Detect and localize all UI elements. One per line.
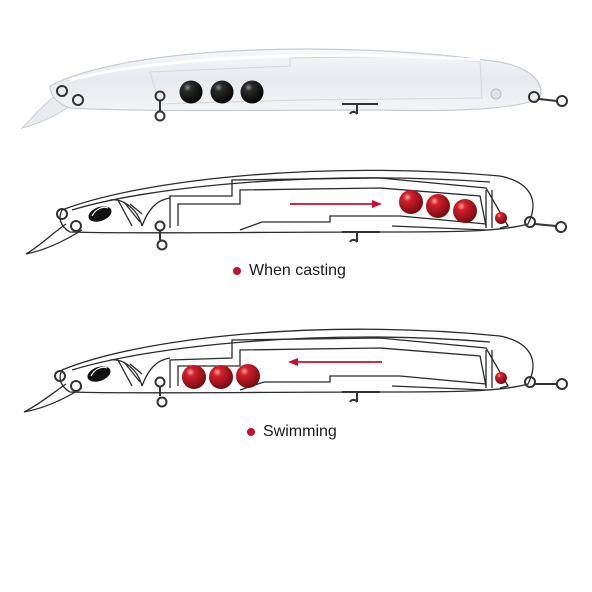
photo-lure: [20, 48, 568, 129]
split-ring-icon: [154, 376, 168, 408]
weight-ball-icon: [182, 365, 206, 389]
belly-hanger-icon: [342, 391, 380, 406]
direction-arrow-icon: [290, 200, 382, 208]
photo-lure-highlight: [69, 53, 481, 82]
split-ring-icon: [56, 85, 84, 106]
casting-inner-chamber-2: [177, 187, 487, 227]
split-ring-icon: [154, 90, 166, 122]
swimming-lure-upper-line: [71, 336, 491, 371]
casting-lure-lip: [25, 223, 83, 255]
split-ring-icon: [54, 370, 82, 392]
photo-weight-balls: [179, 80, 264, 104]
weight-ball-icon: [399, 190, 423, 214]
magnet-ball-icon: [495, 372, 507, 384]
weight-ball-icon: [453, 199, 477, 223]
casting-lure-upper-line: [71, 177, 491, 211]
weight-ball-icon: [240, 80, 264, 104]
casting-diagram: [25, 169, 534, 255]
swimming-lure-body: [59, 328, 534, 394]
gill-icon: [109, 359, 143, 387]
split-ring-icon: [524, 376, 568, 390]
photo-lure-body: [49, 48, 542, 112]
weight-ball-icon: [179, 80, 203, 104]
photo-lure-magnet: [490, 88, 502, 100]
bullet-dot-icon: [247, 428, 255, 436]
swimming-divider: [485, 350, 493, 388]
gill-icon: [109, 199, 143, 227]
casting-divider: [485, 190, 493, 228]
swimming-track-2: [239, 381, 487, 391]
swimming-head-line: [141, 357, 171, 387]
casting-head-line: [141, 197, 171, 227]
belly-hanger-icon: [342, 231, 380, 246]
bullet-dot-icon: [233, 267, 241, 275]
split-ring-icon: [528, 91, 568, 107]
casting-track: [262, 215, 487, 225]
swimming-caption-text: Swimming: [263, 423, 337, 440]
casting-track-2: [239, 221, 487, 231]
casting-caption: When casting: [233, 262, 346, 280]
magnet-ball-icon: [495, 212, 507, 224]
split-ring-icon: [56, 208, 82, 232]
eye-icon: [87, 366, 111, 382]
weight-ball-icon: [236, 364, 260, 388]
weight-ball-icon: [426, 194, 450, 218]
eye-highlight: [90, 366, 108, 377]
eye-icon: [88, 206, 112, 222]
swimming-weight-balls: [182, 364, 260, 389]
split-ring-icon: [524, 216, 567, 233]
casting-caption-text: When casting: [249, 262, 346, 279]
photo-lure-inner-frame: [149, 55, 483, 105]
eye-highlight: [91, 206, 109, 217]
weight-ball-icon: [209, 365, 233, 389]
casting-lure-body: [59, 169, 534, 234]
swimming-lure-lip: [23, 383, 83, 413]
weight-ball-icon: [210, 80, 234, 104]
swimming-inner-chamber-2: [177, 347, 487, 387]
casting-weight-balls: [399, 190, 477, 223]
direction-arrow-icon: [288, 358, 382, 366]
swimming-track: [264, 375, 487, 385]
split-ring-icon: [154, 220, 168, 251]
belly-hanger-icon: [342, 103, 378, 118]
swimming-caption: Swimming: [247, 423, 337, 441]
